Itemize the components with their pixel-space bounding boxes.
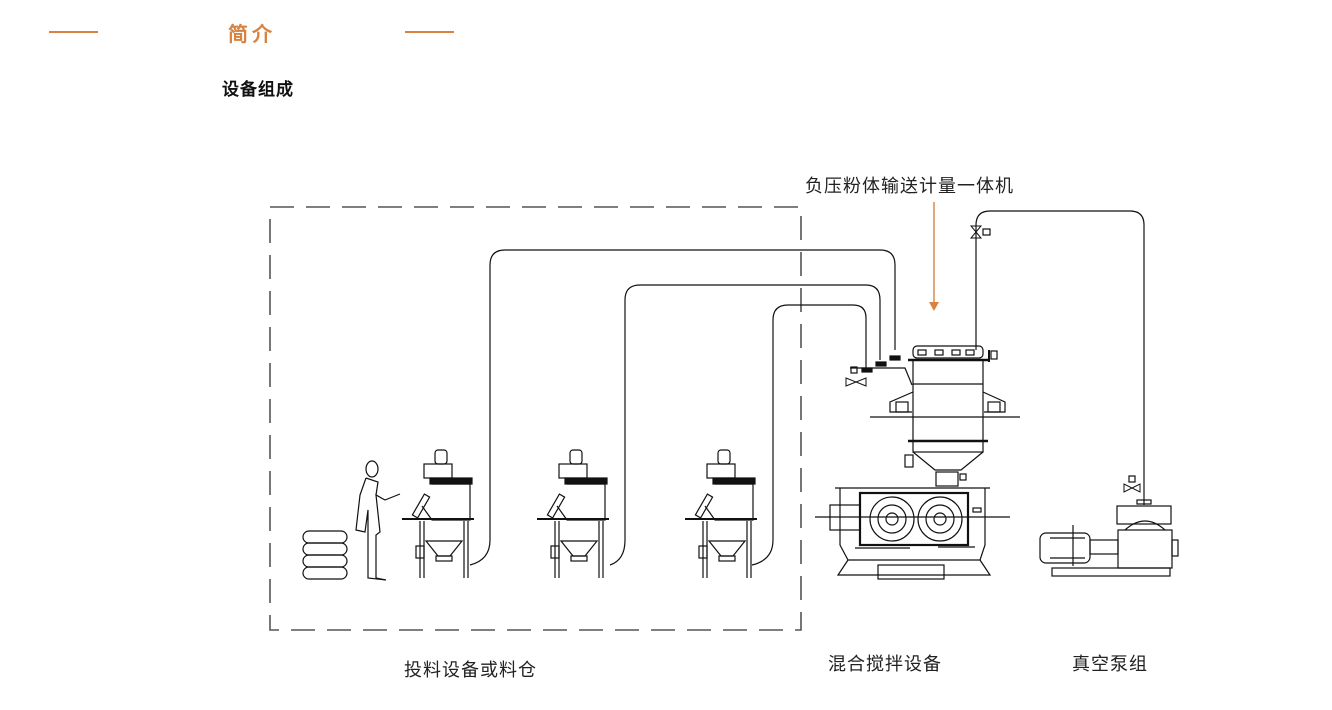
- callout-label: 负压粉体输送计量一体机: [805, 176, 1014, 197]
- operator-figure: [355, 460, 401, 581]
- feeding-station-2: [537, 449, 609, 578]
- pipe-station-2: [609, 284, 881, 566]
- pipe-station-3: [751, 304, 867, 566]
- zone-label-mixing: 混合搅拌设备: [828, 654, 942, 675]
- title-left-rule: [49, 31, 98, 33]
- title-right-rule: [405, 31, 454, 33]
- feeding-station-3: [685, 449, 757, 578]
- mixer-unit: [815, 487, 1010, 580]
- feeding-station-1: [402, 449, 474, 578]
- pipe-station-1: [469, 249, 896, 566]
- feeding-zone-boundary: [269, 206, 802, 631]
- vacuum-conveyor-unit: [870, 345, 1020, 487]
- zone-label-feeding: 投料设备或料仓: [404, 660, 537, 681]
- vacuum-pump-unit: [1039, 499, 1179, 577]
- zone-label-vacuum: 真空泵组: [1072, 654, 1148, 675]
- section-title: 简介: [228, 22, 276, 46]
- material-bags: [302, 530, 348, 580]
- valve-icons: [845, 225, 1141, 493]
- subtitle: 设备组成: [222, 80, 294, 100]
- pipe-vacuum-return: [975, 210, 1145, 505]
- callout-arrow: [929, 202, 939, 311]
- conveying-pipes: [469, 210, 1145, 566]
